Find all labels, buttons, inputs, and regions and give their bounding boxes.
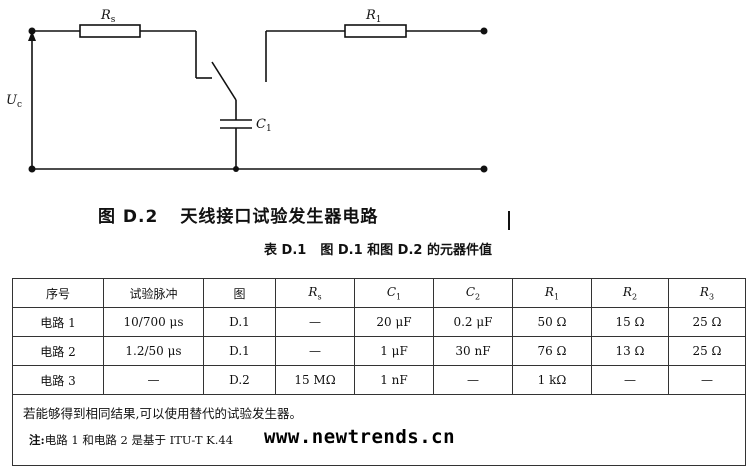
terminal-top-left xyxy=(28,27,36,35)
header-cell: R3 xyxy=(668,278,746,308)
table-cell: 1 μF xyxy=(354,336,434,366)
header-cell: 试验脉冲 xyxy=(103,278,204,308)
header-cell: R1 xyxy=(512,278,592,308)
table-number: 表 D.1 xyxy=(264,243,307,258)
table-row: 电路 1 10/700 μs D.1 — 20 μF 0.2 μF 50 Ω 1… xyxy=(12,307,746,337)
table-cell: — xyxy=(275,336,355,366)
table-cell: 20 μF xyxy=(354,307,434,337)
table-cell: 0.2 μF xyxy=(433,307,513,337)
table-cell: D.2 xyxy=(203,365,276,395)
header-cell: C1 xyxy=(354,278,434,308)
table-cell: 50 Ω xyxy=(512,307,592,337)
table-cell: 30 nF xyxy=(433,336,513,366)
table-cell: — xyxy=(103,365,204,395)
table-cell: 25 Ω xyxy=(668,307,746,337)
table-cell: 1 nF xyxy=(354,365,434,395)
source-arrowhead xyxy=(28,31,36,41)
table-cell: 15 Ω xyxy=(591,307,669,337)
switch-blade xyxy=(211,61,237,101)
note-label: 注: xyxy=(29,433,45,447)
table-note-row: 若能够得到相同结果,可以使用替代的试验发生器。 注:电路 1 和电路 2 是基于… xyxy=(12,394,746,466)
label-rs: Rs xyxy=(100,8,116,25)
table-row: 电路 3 — D.2 15 MΩ 1 nF — 1 kΩ — — xyxy=(12,365,746,395)
figure-title: 天线接口试验发生器电路 xyxy=(180,207,379,227)
table-note-cell: 若能够得到相同结果,可以使用替代的试验发生器。 注:电路 1 和电路 2 是基于… xyxy=(12,394,746,466)
table-row: 电路 2 1.2/50 μs D.1 — 1 μF 30 nF 76 Ω 13 … xyxy=(12,336,746,366)
circuit-diagram: Uc Rs R1 C1 xyxy=(6,8,488,173)
table-cell: 76 Ω xyxy=(512,336,592,366)
note-text: 电路 1 和电路 2 是基于 ITU-T K.44 xyxy=(44,433,234,447)
table-cell: 25 Ω xyxy=(668,336,746,366)
header-cell: Rs xyxy=(275,278,355,308)
terminal-bottom-right xyxy=(480,165,488,173)
label-uc: Uc xyxy=(6,93,22,110)
table-cell: 1 kΩ xyxy=(512,365,592,395)
table-cell: — xyxy=(275,307,355,337)
note-line-1: 若能够得到相同结果,可以使用替代的试验发生器。 xyxy=(23,406,302,421)
resistor-r1 xyxy=(344,24,407,38)
junction-cap xyxy=(233,166,239,172)
table-cell: D.1 xyxy=(203,336,276,366)
table-cell: — xyxy=(591,365,669,395)
resistor-rs xyxy=(79,24,141,38)
table-cell: 10/700 μs xyxy=(103,307,204,337)
table-title-text: 图 D.1 和图 D.2 的元器件值 xyxy=(320,243,492,258)
figure-number: 图 D.2 xyxy=(98,207,159,227)
label-c1: C1 xyxy=(256,117,272,134)
table-cell: D.1 xyxy=(203,307,276,337)
table-cell: 电路 2 xyxy=(12,336,104,366)
component-values-table: 序号 试验脉冲 图 Rs C1 C2 R1 R2 R3 电路 1 10/700 … xyxy=(12,278,746,466)
text-cursor xyxy=(508,211,510,230)
table-cell: 电路 3 xyxy=(12,365,104,395)
header-cell: C2 xyxy=(433,278,513,308)
table-cell: 电路 1 xyxy=(12,307,104,337)
terminal-bottom-left xyxy=(28,165,36,173)
watermark: www.newtrends.cn xyxy=(264,426,456,448)
header-cell: R2 xyxy=(591,278,669,308)
table-cell: — xyxy=(433,365,513,395)
header-cell: 图 xyxy=(203,278,276,308)
terminal-top-right xyxy=(480,27,488,35)
table-title: 表 D.1 图 D.1 和图 D.2 的元器件值 xyxy=(0,239,756,258)
figure-caption: 图 D.2 天线接口试验发生器电路 xyxy=(98,202,378,227)
table-cell: 13 Ω xyxy=(591,336,669,366)
table-cell: 1.2/50 μs xyxy=(103,336,204,366)
note-line-2: 注:电路 1 和电路 2 是基于 ITU-T K.44 xyxy=(29,432,745,448)
label-r1: R1 xyxy=(365,8,382,25)
table-header-row: 序号 试验脉冲 图 Rs C1 C2 R1 R2 R3 xyxy=(12,278,746,308)
table-cell: — xyxy=(668,365,746,395)
table-cell: 15 MΩ xyxy=(275,365,355,395)
header-cell: 序号 xyxy=(12,278,104,308)
